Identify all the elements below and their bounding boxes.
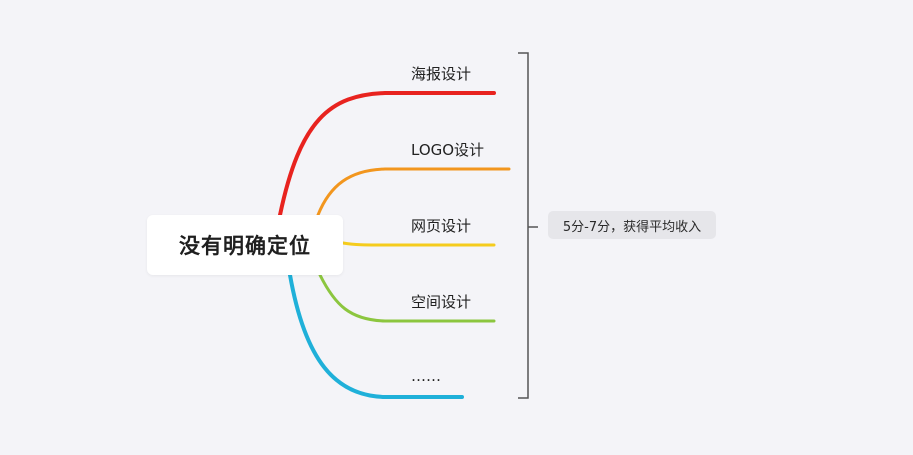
summary-label: 5分-7分，获得平均收入: [562, 219, 702, 235]
branch-label-poster-design[interactable]: 海报设计: [411, 65, 472, 83]
branch-label-web-design[interactable]: 网页设计: [411, 217, 472, 235]
summary-bubble[interactable]: 5分-7分，获得平均收入: [548, 211, 716, 239]
branch-connector-1: [316, 167, 511, 217]
branch-connector-3: [318, 273, 496, 323]
branch-connector-4: [288, 273, 464, 399]
branch-label-logo-design[interactable]: LOGO设计: [411, 141, 485, 159]
branch-connector-2: [341, 241, 496, 247]
branch-label-more[interactable]: ……: [411, 367, 441, 385]
summary-bracket: [518, 52, 538, 399]
root-topic-label: 没有明确定位: [179, 234, 311, 258]
root-topic[interactable]: 没有明确定位: [147, 215, 343, 275]
branch-label-space-design[interactable]: 空间设计: [411, 293, 472, 311]
branch-connector-0: [278, 91, 496, 217]
